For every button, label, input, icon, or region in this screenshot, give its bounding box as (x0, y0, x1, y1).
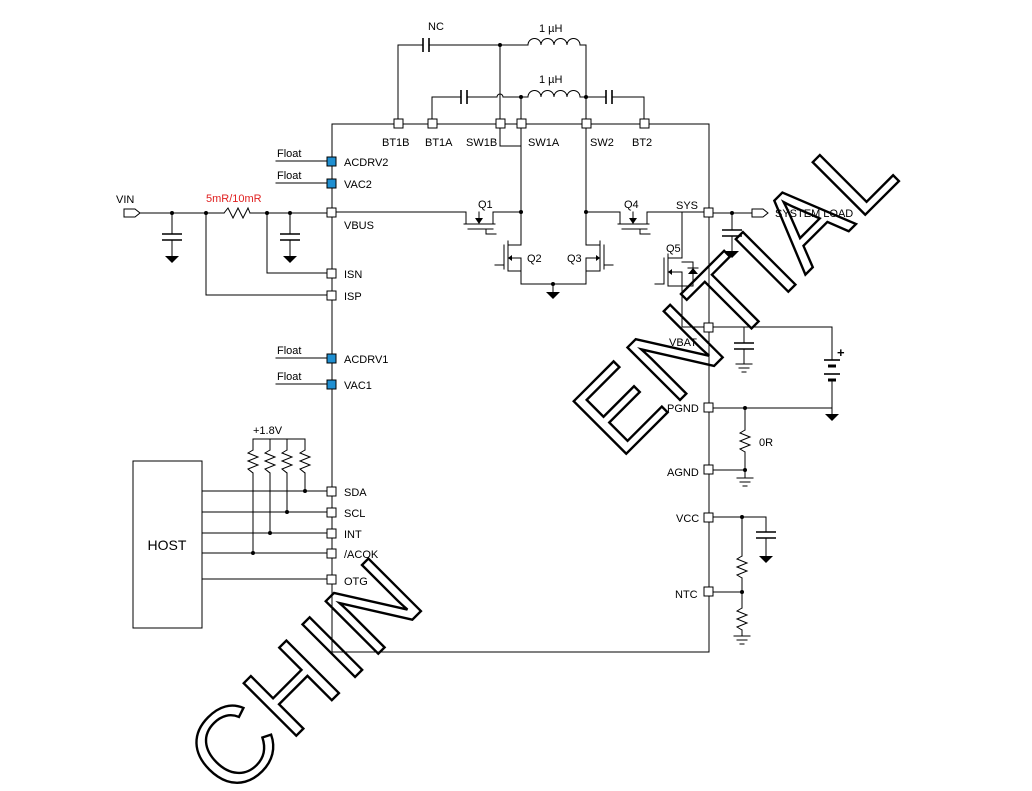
right-pin-labels: SYS VBAT PGND AGND VCC NTC (667, 200, 699, 601)
pin-acdrv2 (326, 156, 337, 167)
pin-label-acdrv1: ACDRV1 (344, 354, 388, 366)
pin-label-sw1a: SW1A (528, 137, 560, 149)
vin-port (123, 208, 141, 218)
inductor-bottom-label: 1 µH (539, 74, 563, 86)
pin-label-pgnd: PGND (667, 403, 699, 415)
float-stubs: Float Float Float Float (275, 148, 328, 385)
system-load-label: SYSTEM LOAD (775, 208, 853, 220)
pin-label-vac2: VAC2 (344, 179, 372, 191)
float-label-1: Float (277, 148, 301, 160)
ground-symbol (165, 256, 179, 263)
nc-cap-label: NC (428, 21, 444, 33)
pin-label-int: INT (344, 529, 362, 541)
battery-network: + (712, 326, 845, 421)
inductor-top-label: 1 µH (539, 23, 563, 35)
pin-acdrv1 (326, 353, 337, 364)
pin-vac2 (326, 178, 337, 189)
left-pin-labels: ACDRV2 VAC2 VBUS ISN ISP ACDRV1 VAC1 SDA… (344, 157, 388, 588)
pin-vac1 (326, 379, 337, 390)
sense-resistor-label: 5mR/10mR (206, 193, 262, 205)
pin-sda (326, 486, 337, 497)
vcc-ntc-network (712, 515, 776, 645)
label-q2: Q2 (527, 253, 542, 265)
pin-label-acok: /ACOK (344, 549, 379, 561)
pin-label-isp: ISP (344, 291, 362, 303)
label-q1: Q1 (478, 199, 493, 211)
ground-symbol (283, 256, 297, 263)
ground-symbol (546, 292, 560, 299)
pin-label-ntc: NTC (675, 589, 698, 601)
pin-label-sw2: SW2 (590, 137, 614, 149)
pin-label-vbat: VBAT (669, 337, 697, 349)
label-q4: Q4 (624, 199, 639, 211)
ground-symbol (725, 251, 739, 258)
host-block (132, 460, 203, 629)
pin-label-agnd: AGND (667, 467, 699, 479)
label-q5: Q5 (666, 243, 681, 255)
pull-up-label: +1.8V (253, 425, 283, 437)
pin-label-bt2: BT2 (632, 137, 652, 149)
pin-isn (326, 268, 337, 279)
pin-label-vbus: VBUS (344, 220, 374, 232)
pin-label-sw1b: SW1B (466, 137, 497, 149)
pin-isp (326, 290, 337, 301)
pin-vbus (326, 207, 337, 218)
pin-label-isn: ISN (344, 269, 362, 281)
pin-acok (326, 548, 337, 559)
pin-label-scl: SCL (344, 508, 365, 520)
pin-label-sys: SYS (676, 200, 698, 212)
vin-net: VIN 5mR/10mR (116, 193, 328, 296)
power-stage: Q1 Q2 Q3 (335, 199, 705, 299)
pin-int (326, 528, 337, 539)
pin-label-vac1: VAC1 (344, 380, 372, 392)
ground-symbol (825, 414, 839, 421)
sys-output: SYSTEM LOAD (712, 208, 853, 258)
top-pin-labels: BT1B BT1A SW1B SW1A SW2 BT2 (382, 137, 652, 149)
vin-label: VIN (116, 194, 134, 206)
switch-node-network: NC 1 µH 1 µH (397, 21, 645, 213)
resistor-0r (738, 429, 752, 453)
system-load-port (751, 208, 769, 218)
watermark-lower: CHIN (163, 533, 447, 791)
sense-resistor (223, 206, 251, 220)
resistor-0r-label: 0R (759, 437, 773, 449)
float-label-3: Float (277, 345, 301, 357)
label-q3: Q3 (567, 253, 582, 265)
pin-label-acdrv2: ACDRV2 (344, 157, 388, 169)
pin-label-bt1a: BT1A (425, 137, 453, 149)
float-label-2: Float (277, 170, 301, 182)
watermark-upper: ENTIAL (551, 106, 921, 476)
battery-plus: + (837, 345, 845, 360)
float-label-4: Float (277, 371, 301, 383)
left-pin-boxes (326, 156, 337, 585)
pin-label-bt1b: BT1B (382, 137, 410, 149)
pin-scl (326, 507, 337, 518)
host-label: HOST (148, 537, 187, 553)
pin-label-otg: OTG (344, 576, 368, 588)
ground-network: 0R (712, 406, 833, 487)
host-interface: +1.8V (201, 425, 328, 580)
ground-symbol (759, 556, 773, 563)
pin-label-sda: SDA (344, 487, 367, 499)
pin-otg (326, 574, 337, 585)
inductor-bottom (527, 90, 581, 98)
pin-label-vcc: VCC (676, 513, 699, 525)
inductor-top (527, 38, 581, 46)
q5-batfet: Q5 (654, 211, 705, 328)
